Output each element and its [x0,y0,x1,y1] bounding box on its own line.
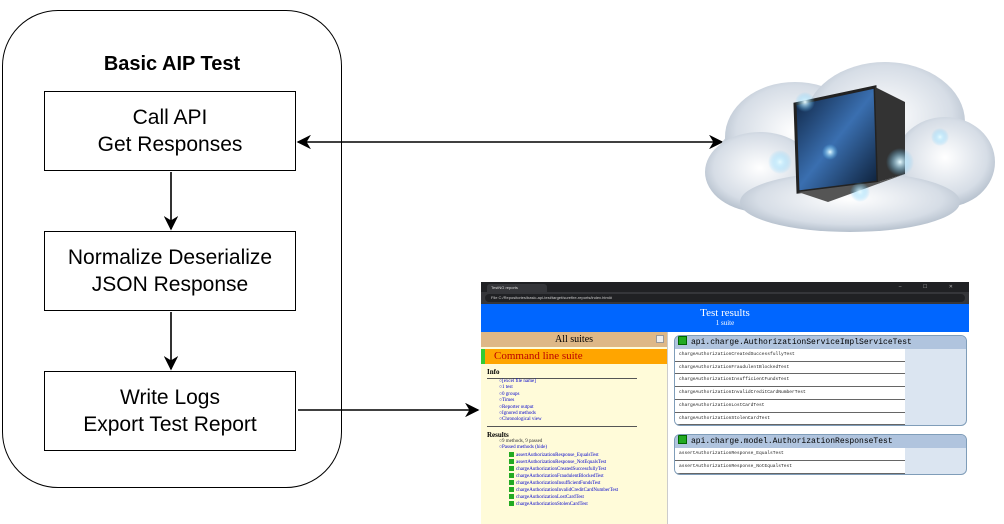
test-method: assertAuthorizationResponse_NotEqualsTes… [675,460,905,474]
passed-method[interactable]: chargeAuthorizationLostCardTest [481,494,667,501]
info-link[interactable]: Chronological view [481,417,667,423]
suite-name[interactable]: Command line suite [481,349,667,364]
test-method: chargeAuthorizationCreatedSuccessfullyTe… [675,349,905,362]
step-normalize-line1: Normalize Deserialize [67,246,273,269]
step-write-logs: Write Logs Export Test Report [44,371,296,451]
diagram-title: Basic AIP Test [103,53,241,75]
passed-method[interactable]: chargeAuthorizationInsufficientFundsTest [481,480,667,487]
info-link[interactable]: [excel file name] [481,379,667,385]
passed-methods-toggle[interactable]: Passed methods (hide) [481,445,667,451]
url-field[interactable]: File C:/Repositories/basic-api-test/targ… [485,294,965,302]
step-call-api: Call API Get Responses [44,91,296,171]
suites-panel: All suites Command line suite Info [exce… [481,332,668,524]
step-call-api-line2: Get Responses [97,133,243,156]
passed-method[interactable]: assertAuthorizationResponse_NotEqualsTes… [481,459,667,466]
step-write-logs-line2: Export Test Report [83,413,257,436]
info-link[interactable]: Times [481,398,667,404]
step-normalize-line2: JSON Response [91,273,249,296]
step-write-logs-line1: Write Logs [120,386,220,409]
passed-method[interactable]: assertAuthorizationResponse_EqualsTest [481,452,667,459]
results-summary: 9 methods, 9 passed [481,439,667,445]
browser-titlebar: TestNG reports – ☐ ✕ [481,282,969,292]
info-heading: Info [487,368,500,376]
info-link[interactable]: 0 groups [481,392,667,398]
window-controls[interactable]: – ☐ ✕ [898,284,963,290]
test-class-block: api.charge.AuthorizationServiceImplServi… [674,335,967,427]
all-suites-label: All suites [554,334,594,345]
all-suites-header: All suites [481,332,667,347]
test-method: chargeAuthorizationFraudulentBlockedTest [675,361,905,375]
browser-url-bar: File C:/Repositories/basic-api-test/targ… [481,292,969,304]
report-subtitle: 1 suite [715,319,735,327]
test-method: chargeAuthorizationLostCardTest [675,399,905,413]
test-method: chargeAuthorizationInsufficientFundsTest [675,374,905,388]
report-header: Test results 1 suite [481,304,969,332]
step-normalize: Normalize Deserialize JSON Response [44,231,296,311]
info-link[interactable]: Ignored methods [481,411,667,417]
test-method: chargeAuthorizationStolenCardTest [675,412,905,426]
passed-method[interactable]: chargeAuthorizationInvalidCreditCardNumb… [481,487,667,494]
class-results-panel: api.charge.AuthorizationServiceImplServi… [671,332,969,524]
test-class-name: api.charge.model.AuthorizationResponseTe… [675,435,966,449]
passed-method[interactable]: chargeAuthorizationFraudulentBlockedTest [481,473,667,480]
passed-method[interactable]: chargeAuthorizationCreatedSuccessfullyTe… [481,466,667,473]
info-link[interactable]: Reporter output [481,405,667,411]
info-link[interactable]: 1 test [481,385,667,391]
test-report-screenshot: TestNG reports – ☐ ✕ File C:/Repositorie… [481,282,969,524]
results-heading: Results [487,430,509,439]
collapse-icon[interactable] [656,335,664,343]
divider [487,425,637,427]
step-call-api-line1: Call API [132,106,208,129]
report-title: Test results [700,307,750,319]
passed-method[interactable]: chargeAuthorizationStolenCardTest [481,501,667,508]
cloud-server-icon [705,62,995,232]
test-method: chargeAuthorizationInvalidCreditCardNumb… [675,387,905,400]
test-class-block: api.charge.model.AuthorizationResponseTe… [674,434,967,475]
browser-tab[interactable]: TestNG reports [487,284,547,292]
test-method: assertAuthorizationResponse_EqualsTest [675,448,905,461]
test-class-name: api.charge.AuthorizationServiceImplServi… [675,336,966,349]
